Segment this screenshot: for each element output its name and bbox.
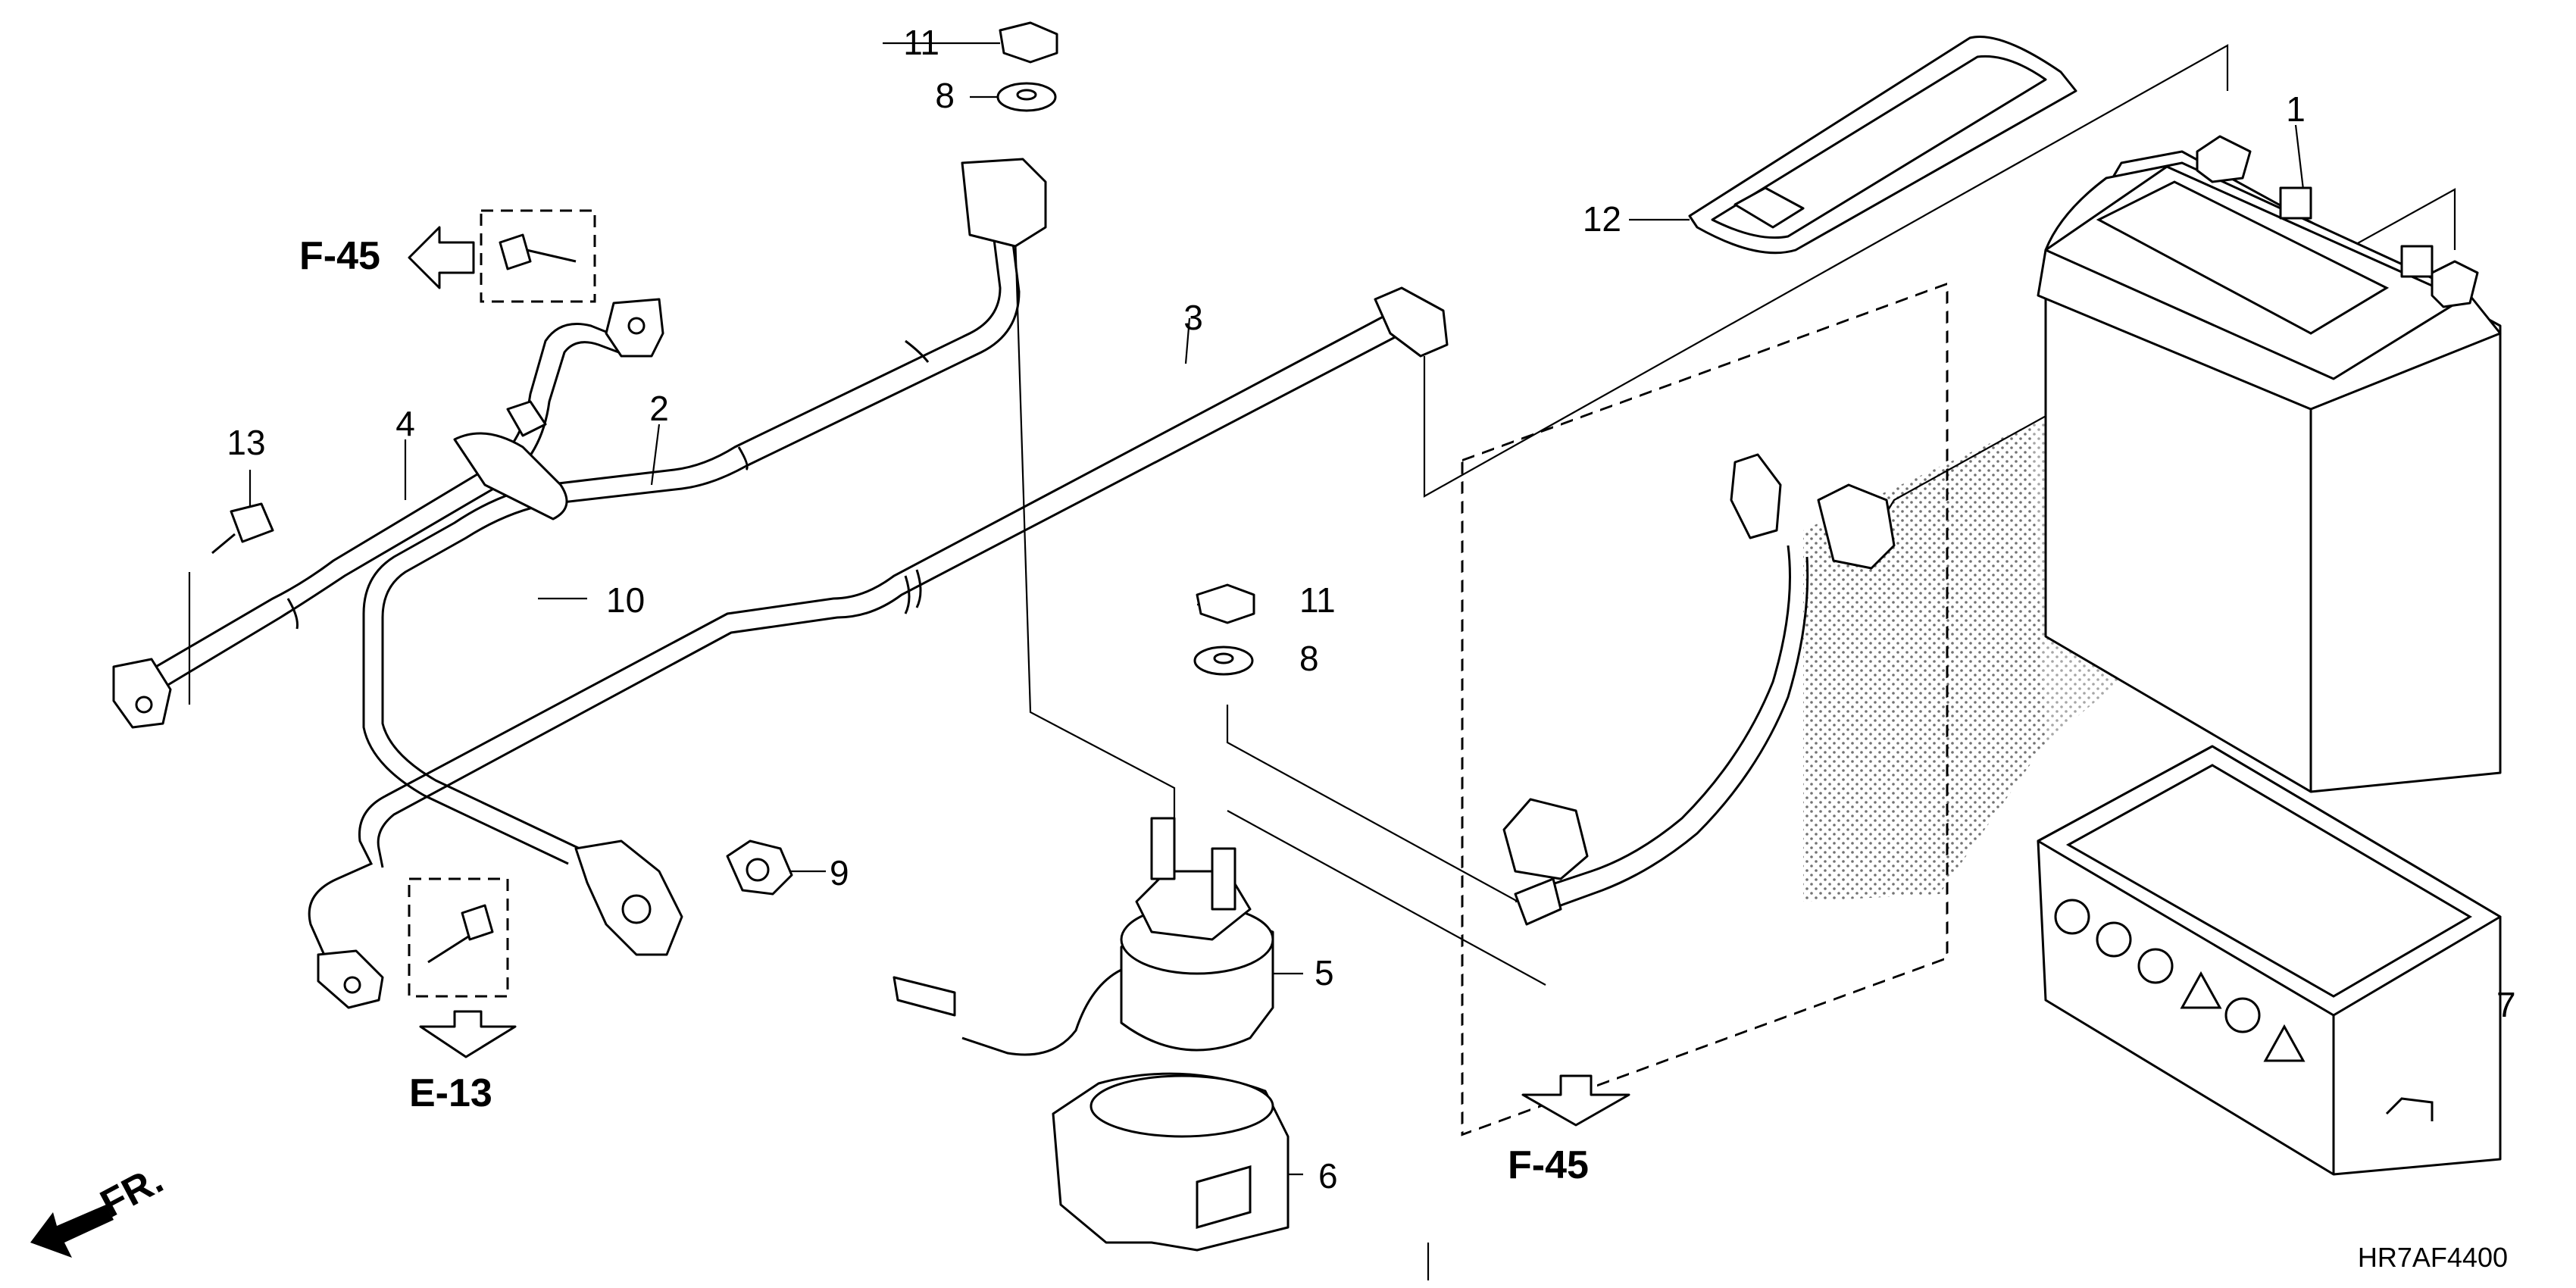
ref-f45-top: F-45: [299, 234, 380, 278]
starter-cable-part: [362, 158, 1047, 956]
terminal-cover-part: [1502, 453, 1896, 926]
ground-cable-part: [112, 298, 664, 729]
nut-11-top-part: [999, 21, 1058, 64]
callout-10: 10: [606, 580, 645, 620]
callout-4: 4: [395, 404, 415, 443]
callout-12: 12: [1583, 199, 1621, 239]
battery-part: [2037, 135, 2502, 793]
callout-9: 9: [830, 853, 849, 893]
battery-band-part: [1688, 35, 2077, 255]
callout-2: 2: [649, 389, 669, 428]
front-arrow: [30, 1205, 114, 1258]
callout-8-mid: 8: [1299, 639, 1319, 678]
battery-cable-part: [308, 286, 1449, 1009]
nut-11-mid-part: [1196, 583, 1255, 624]
arrow-f45-top: [408, 226, 475, 289]
bolt-13-part: [211, 502, 274, 555]
bolt-box-top: [480, 209, 596, 303]
callout-7: 7: [2496, 985, 2516, 1024]
ref-f45-bottom: F-45: [1508, 1143, 1589, 1187]
callout-1: 1: [2286, 89, 2306, 129]
callout-5: 5: [1315, 953, 1334, 993]
bolt-box-bottom: [408, 877, 509, 998]
band-part: [453, 400, 568, 521]
callout-3: 3: [1183, 298, 1203, 337]
washer-8-mid-part: [1193, 646, 1254, 676]
ref-e13: E-13: [409, 1071, 492, 1115]
diagram-code: HR7AF4400: [2358, 1242, 2508, 1273]
battery-box-part: [2037, 745, 2502, 1176]
callout-6: 6: [1318, 1156, 1338, 1196]
starter-relay-part: [893, 817, 1274, 1056]
callout-11-mid: 11: [1299, 580, 1336, 620]
arrow-f45-bottom: [1521, 1074, 1630, 1127]
nut-9-part: [726, 839, 793, 896]
callout-8-top: 8: [935, 76, 955, 115]
callout-11-top: 11: [903, 23, 939, 62]
washer-8-top-part: [996, 82, 1057, 112]
arrow-e13: [419, 1010, 517, 1058]
callout-13: 13: [227, 423, 265, 462]
relay-mount-part: [1052, 1072, 1290, 1252]
dashed-subassembly-box: [1461, 282, 1949, 1136]
